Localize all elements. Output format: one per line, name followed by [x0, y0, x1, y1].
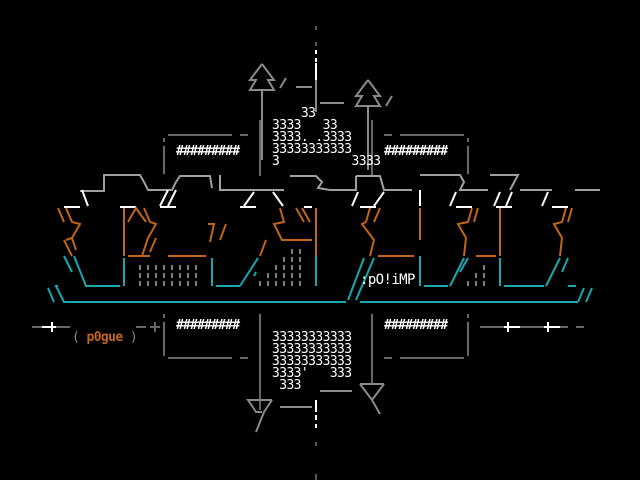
grid-dot	[299, 257, 301, 262]
grid-dot	[163, 273, 165, 278]
grid-dot	[259, 281, 261, 286]
bottom-block-line: 33333333333	[272, 342, 352, 357]
bottom-left-panel-frame	[163, 314, 261, 410]
grid-dot	[291, 249, 293, 254]
grid-dot	[147, 265, 149, 270]
grid-dot	[483, 265, 485, 270]
grid-dot	[187, 265, 189, 270]
bottom-block-line: 3333' 333	[272, 366, 352, 381]
artist-name: p0gue	[86, 330, 123, 345]
grid-dot	[155, 281, 157, 286]
grid-dot	[195, 265, 197, 270]
top-right-panel-frame	[371, 120, 469, 176]
grid-dot	[275, 265, 277, 270]
plus-marks	[48, 322, 552, 332]
grid-dot	[139, 265, 141, 270]
signature-right: :pO!iMP	[360, 272, 415, 288]
grid-dot	[475, 273, 477, 278]
grid-dot	[195, 281, 197, 286]
grid-dot	[283, 257, 285, 262]
paren-open: (	[72, 330, 80, 345]
signature-left: ( p0gue )	[72, 320, 138, 345]
paren-close: )	[129, 330, 138, 345]
top-block-line: 3 3333	[272, 154, 381, 169]
grid-dot	[291, 257, 293, 262]
logo-cyan-strokes	[47, 255, 593, 303]
bottom-block-line: 33333333333	[272, 354, 352, 369]
grid-dot	[483, 273, 485, 278]
top-block-line: 3333. .3333	[272, 130, 352, 145]
grid-dot	[187, 281, 189, 286]
bottom-right-hash-panel: #########	[384, 318, 448, 333]
grid-dot	[139, 273, 141, 278]
grid-dot	[291, 265, 293, 270]
grid-dot	[147, 281, 149, 286]
bottom-right-panel-frame	[371, 314, 469, 385]
grid-dot	[187, 273, 189, 278]
top-right-hash-panel: #########	[384, 144, 448, 159]
grid-dot	[139, 281, 141, 286]
grid-dot	[147, 273, 149, 278]
top-block-line: 33	[272, 106, 316, 121]
roofline	[80, 174, 600, 192]
grid-dot	[475, 281, 477, 286]
grid-dot	[179, 273, 181, 278]
grid-dot	[299, 265, 301, 270]
grid-dot	[171, 265, 173, 270]
grid-dot	[179, 281, 181, 286]
grid-dot	[283, 265, 285, 270]
dot-grid-left	[139, 265, 197, 286]
top-left-hash-panel: #########	[176, 144, 240, 159]
grid-dot	[267, 281, 269, 286]
grid-dot	[275, 273, 277, 278]
top-block-line: 33333333333	[272, 142, 352, 157]
white-accents	[64, 189, 568, 208]
arrow-up-left-icon	[248, 63, 287, 160]
arrow-down-right-icon	[359, 383, 385, 415]
bottom-left-hash-panel: #########	[176, 318, 240, 333]
grid-dot	[163, 281, 165, 286]
dot-grid-middle	[259, 249, 301, 286]
grid-dot	[299, 273, 301, 278]
logo-orange-strokes	[57, 206, 573, 257]
dot-grid-right	[467, 265, 485, 286]
grid-dot	[163, 265, 165, 270]
top-left-panel-frame	[163, 120, 261, 176]
arrow-up-right-icon	[354, 79, 393, 170]
grid-dot	[267, 273, 269, 278]
grid-dot	[155, 265, 157, 270]
grid-dot	[171, 273, 173, 278]
grid-dot	[283, 273, 285, 278]
grid-dot	[283, 281, 285, 286]
arrow-down-left-icon	[246, 399, 273, 433]
top-block-line: 3333 33	[272, 118, 338, 133]
grid-dot	[171, 281, 173, 286]
grid-dot	[155, 273, 157, 278]
grid-dot	[299, 281, 301, 286]
grid-dot	[467, 281, 469, 286]
grid-dot	[291, 273, 293, 278]
bottom-block-line: 333	[272, 378, 301, 393]
grid-dot	[179, 265, 181, 270]
grid-dot	[299, 249, 301, 254]
grid-dot	[291, 281, 293, 286]
grid-dot	[483, 281, 485, 286]
grid-dot	[195, 273, 197, 278]
grid-dot	[275, 281, 277, 286]
bottom-block-line: 33333333333	[272, 330, 352, 345]
